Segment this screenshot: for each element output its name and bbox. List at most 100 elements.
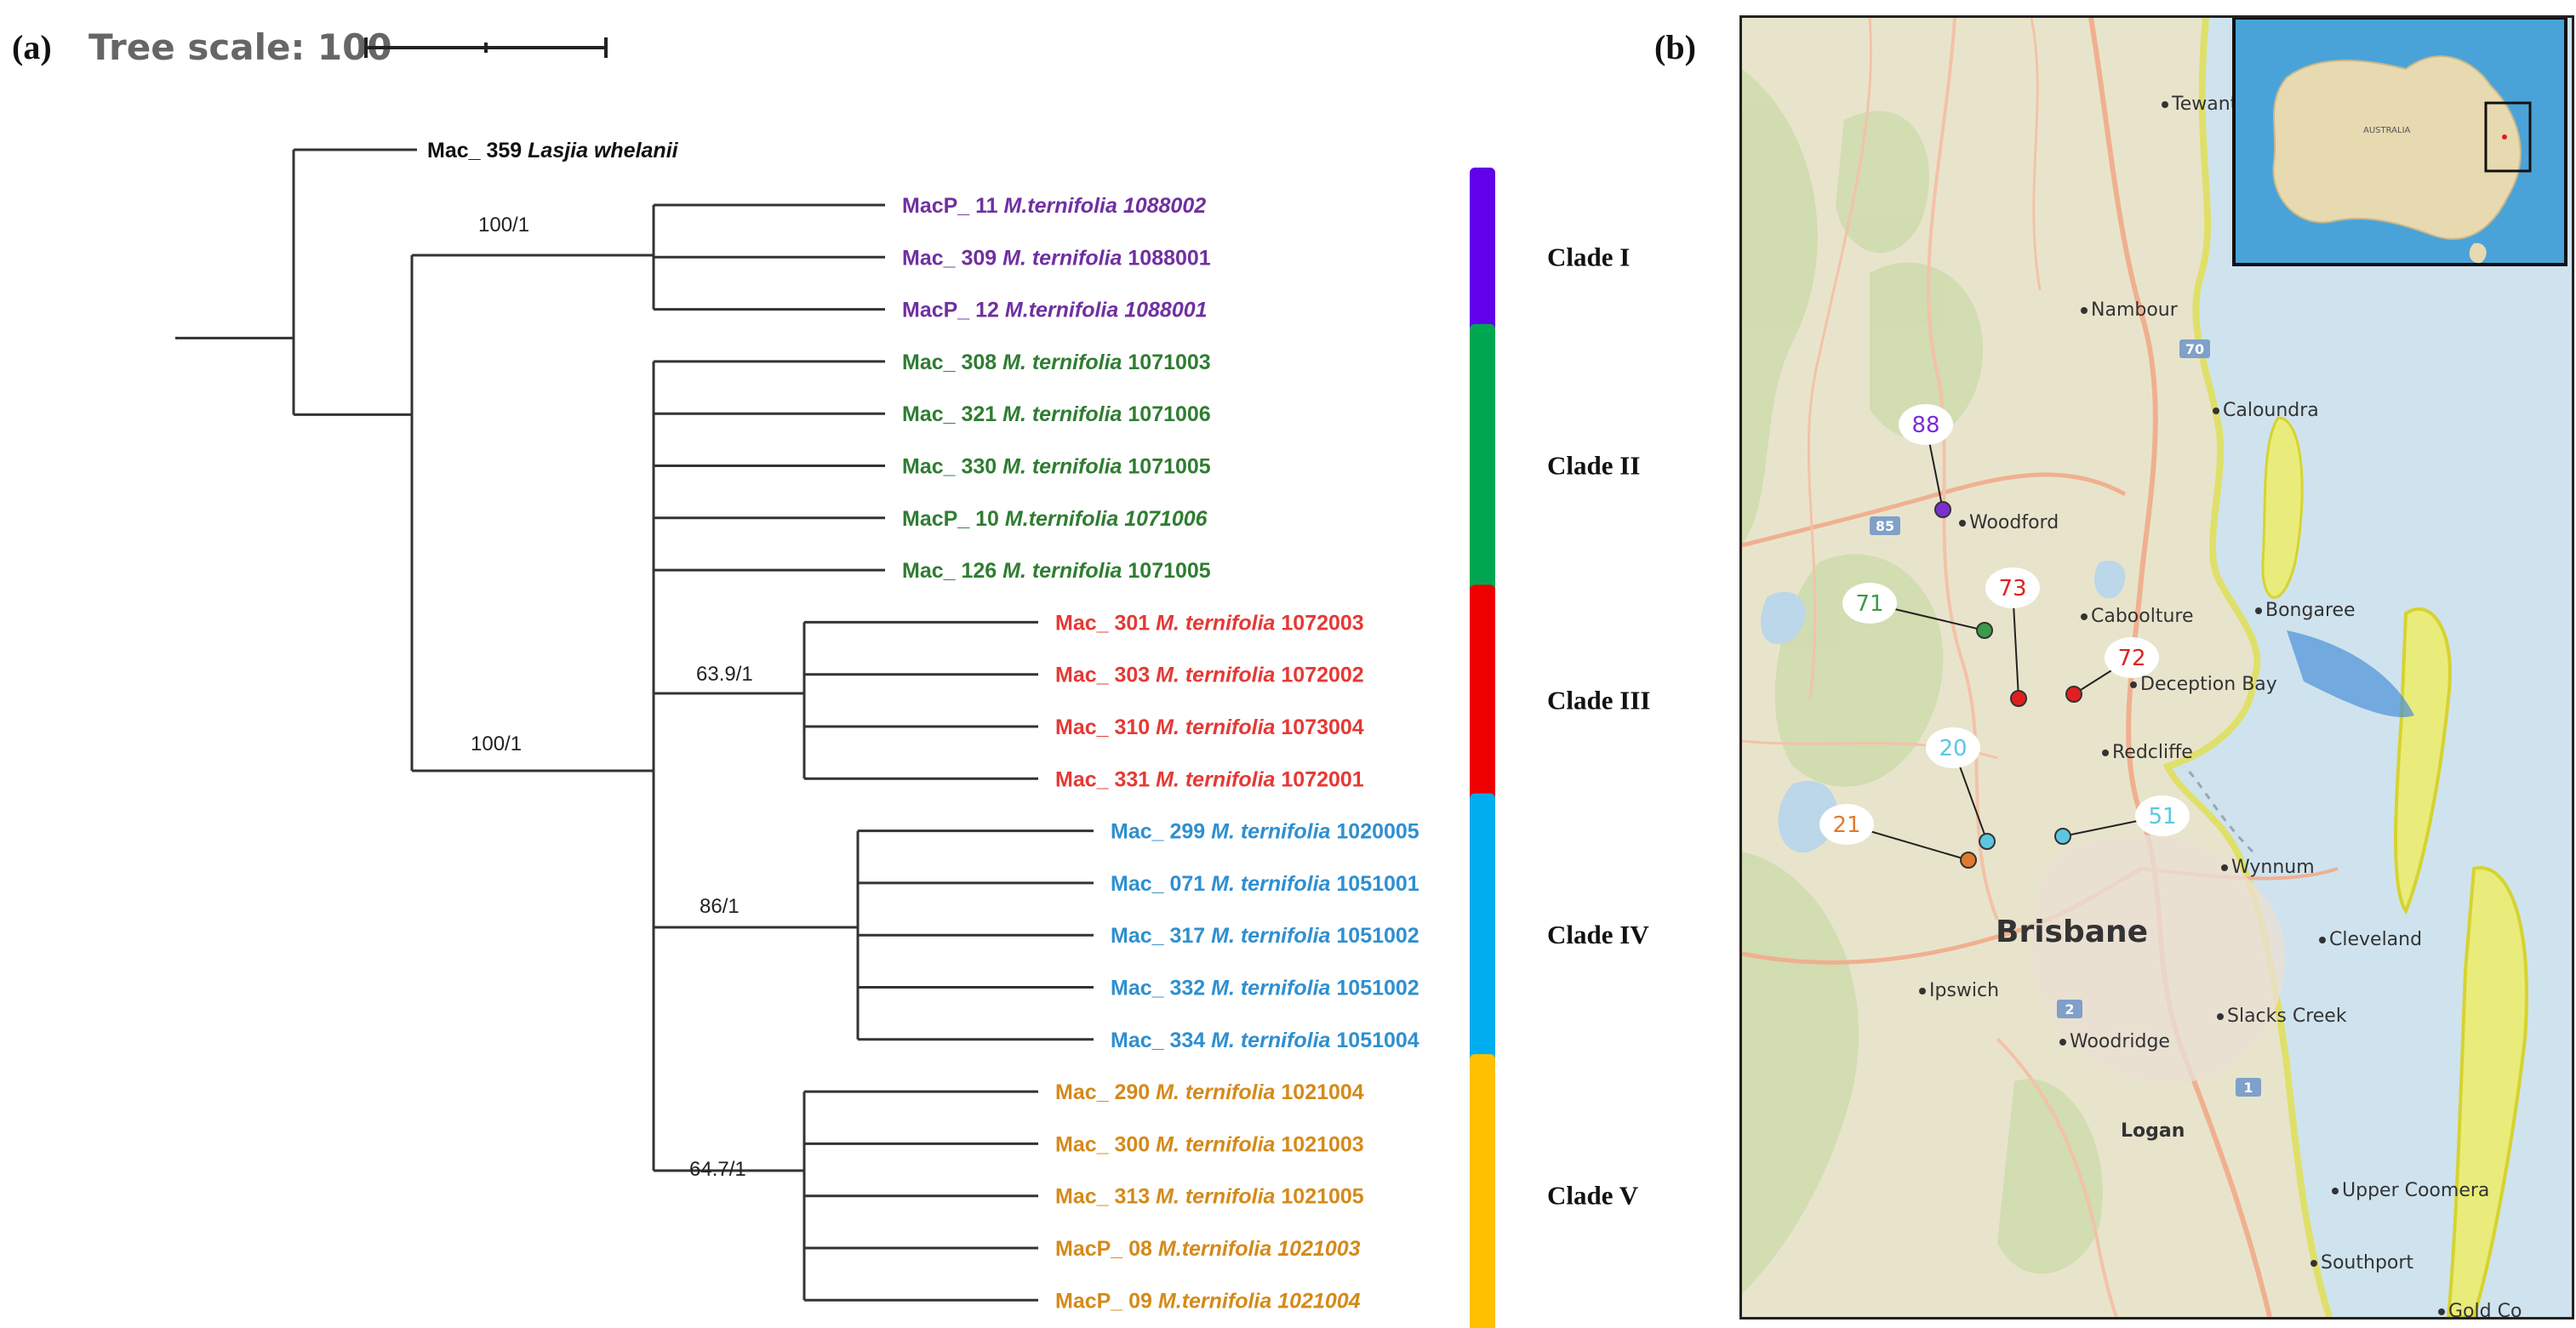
town-dot <box>2213 408 2219 414</box>
town-dot <box>2130 681 2137 688</box>
outgroup-label: Mac_ 359 Lasjia whelanii <box>427 139 679 162</box>
inset-continent <box>2272 55 2522 240</box>
site-label-bubble <box>1985 567 2040 608</box>
support-value: 63.9/1 <box>696 663 753 686</box>
inset-map: AUSTRALIA <box>2232 18 2567 266</box>
site-label-bubble <box>1899 404 1953 445</box>
tip-label: Mac_ 303 M. ternifolia 1072002 <box>1055 664 1364 687</box>
site-number: 88 <box>1911 413 1939 438</box>
svg-text:1: 1 <box>2243 1080 2253 1096</box>
tip-label: Mac_ 308 M. ternifolia 1071003 <box>902 351 1211 374</box>
town-label: Caboolture <box>2091 606 2194 627</box>
town-dot <box>2081 307 2088 314</box>
town-dot <box>2217 1013 2224 1020</box>
town-label: Logan <box>2121 1120 2185 1142</box>
town-dot <box>2162 101 2168 108</box>
support-value: 100/1 <box>478 214 529 237</box>
tip-label: Mac_ 299 M. ternifolia 1020005 <box>1111 820 1419 844</box>
inset-tasmania <box>2469 242 2487 264</box>
site-marker <box>1934 501 1951 518</box>
tip-label: MacP_ 12 M.ternifolia 1088001 <box>902 299 1208 322</box>
town-label: Woodridge <box>2070 1031 2170 1052</box>
tip-label: MacP_ 11 M.ternifolia 1088002 <box>902 194 1206 218</box>
tip-label: Mac_ 126 M. ternifolia 1071005 <box>902 559 1211 583</box>
support-value: 100/1 <box>471 732 522 755</box>
tip-label: Mac_ 317 M. ternifolia 1051002 <box>1111 924 1419 948</box>
support-value: 64.7/1 <box>689 1158 746 1181</box>
moreton-island <box>2394 607 2452 915</box>
town-dot <box>2081 613 2088 620</box>
town-dot <box>1919 988 1926 995</box>
tip-label: MacP_ 10 M.ternifolia 1071006 <box>902 507 1208 531</box>
site-number: 21 <box>1832 812 1860 838</box>
site-label-bubble <box>1842 583 1897 624</box>
town-label: Woodford <box>1969 512 2059 533</box>
town-label: Deception Bay <box>2140 674 2277 695</box>
tip-label: Mac_ 330 M. ternifolia 1071005 <box>902 455 1211 479</box>
road-shield-85: 85 <box>1870 516 1900 535</box>
site-number: 73 <box>1998 576 2026 601</box>
tip-label: Mac_ 321 M. ternifolia 1071006 <box>902 402 1211 426</box>
site-number: 51 <box>2148 804 2176 829</box>
bay-shallows <box>2287 630 2414 717</box>
tip-label: Mac_ 332 M. ternifolia 1051002 <box>1111 977 1419 1000</box>
town-label: Wynnum <box>2231 857 2315 878</box>
clade-label: Clade IV <box>1547 920 1649 949</box>
town-dot <box>2310 1260 2317 1267</box>
site-marker <box>1976 622 1993 639</box>
town-label: Ipswich <box>1929 980 1999 1001</box>
site-label-bubble <box>1926 727 1980 768</box>
bribie-island <box>2261 416 2304 599</box>
site-number: 20 <box>1939 736 1967 761</box>
town-label: Redcliffe <box>2112 742 2193 763</box>
clade-bar <box>1470 793 1495 1077</box>
svg-text:2: 2 <box>2065 1001 2074 1017</box>
site-number: 71 <box>1855 591 1883 617</box>
town-dot <box>2332 1188 2339 1194</box>
town-dot <box>2221 864 2228 871</box>
site-marker <box>2054 828 2071 845</box>
tip-label: Mac_ 313 M. ternifolia 1021005 <box>1055 1185 1364 1209</box>
road-shields: 70 85 2 1 <box>1870 339 2261 1097</box>
tip-label: Mac_ 300 M. ternifolia 1021003 <box>1055 1132 1364 1156</box>
town-dot <box>2319 937 2326 943</box>
clade-bar <box>1470 584 1495 817</box>
tree-branches <box>175 148 1094 1302</box>
tip-label: MacP_ 08 M.ternifolia 1021003 <box>1055 1237 1361 1261</box>
inset-locator-box <box>2484 101 2532 173</box>
town-dot <box>2255 607 2262 614</box>
town-dot <box>2438 1308 2445 1315</box>
tip-label: Mac_ 301 M. ternifolia 1072003 <box>1055 611 1364 635</box>
tree-scale-bar <box>364 37 608 58</box>
road-shield-70: 70 <box>2179 339 2210 358</box>
clade-bar <box>1470 168 1495 347</box>
clade-label: Clade III <box>1547 685 1650 715</box>
panel-b-label: (b) <box>1654 28 1696 66</box>
town-label: Upper Coomera <box>2342 1180 2489 1201</box>
clade-label: Clade V <box>1547 1181 1639 1211</box>
clade-bar <box>1470 1054 1495 1328</box>
site-number: 72 <box>2117 646 2145 671</box>
town-label: Brisbane <box>1996 915 2148 949</box>
town-dot <box>2102 749 2109 756</box>
lakes <box>1760 561 2126 853</box>
phylogenetic-tree: Tree scale: 100 100/1100/163.9/186/164.7… <box>89 26 1650 1328</box>
site-marker <box>1960 852 1977 869</box>
clade-bar <box>1470 323 1495 608</box>
inset-country-label: AUSTRALIA <box>2363 126 2411 135</box>
road-shield-2: 2 <box>2057 1000 2082 1018</box>
sampling-sites: 88 71 73 72 20 51 21 <box>1819 404 2190 869</box>
tip-label: Mac_ 071 M. ternifolia 1051001 <box>1111 872 1419 896</box>
town-label: Gold Co <box>2448 1301 2522 1317</box>
panel-a-label: (a) <box>12 28 52 66</box>
tree-scale-label: Tree scale: 100 <box>89 26 392 68</box>
svg-text:85: 85 <box>1876 518 1894 534</box>
town-labels: TewantinNambourCaloundraWoodfordCabooltu… <box>1919 94 2522 1317</box>
town-dot <box>1959 520 1966 527</box>
road-shield-1: 1 <box>2236 1078 2261 1097</box>
inset-locator-dot <box>2502 134 2507 140</box>
tip-label: MacP_ 09 M.ternifolia 1021004 <box>1055 1289 1361 1313</box>
